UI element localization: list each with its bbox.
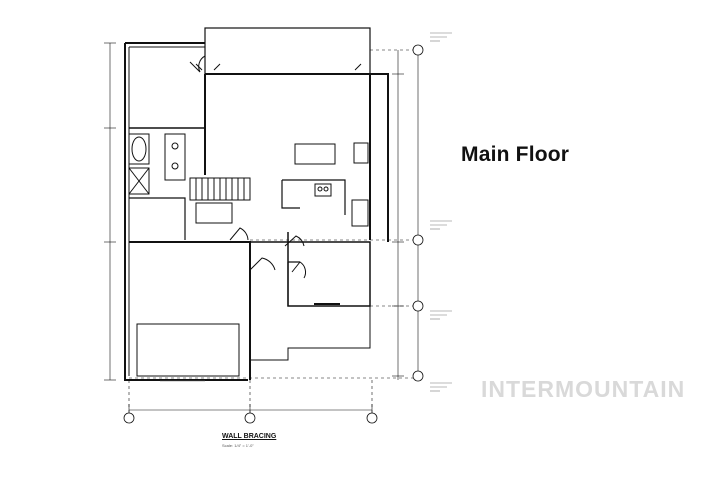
- door-swing: [291, 261, 307, 279]
- bathtub: [128, 133, 150, 165]
- sink: [353, 142, 369, 164]
- fridge: [351, 199, 369, 227]
- bedroom-2-wall: [287, 261, 300, 306]
- vanity: [164, 133, 186, 181]
- grid-markers: [123, 44, 424, 424]
- garage-wall: [129, 241, 251, 380]
- range: [314, 183, 332, 197]
- kitchen-counter: [281, 179, 346, 215]
- drawing-caption: WALL BRACING: [222, 433, 277, 440]
- dimension-lines: [104, 42, 419, 416]
- bracing-lines: [128, 49, 418, 418]
- door-swing: [284, 235, 305, 247]
- hall-wall: [250, 232, 371, 307]
- rear-patio-outline: [204, 27, 371, 75]
- garage-door: [136, 323, 240, 377]
- tub-basin: [131, 136, 147, 162]
- great-room-wall: [204, 73, 371, 240]
- door-swing: [249, 257, 276, 271]
- page-title: Main Floor: [461, 143, 570, 166]
- shower: [128, 167, 150, 195]
- bracing-notes: [160, 32, 452, 392]
- door-swing: [189, 55, 206, 73]
- drawing-scale: Scale: 1/4" = 1'-0": [222, 443, 254, 448]
- laundry-room: [195, 202, 233, 224]
- porch-outline: [250, 306, 371, 361]
- door-swing: [229, 227, 249, 241]
- watermark: INTERMOUNTAIN: [481, 376, 686, 402]
- exterior-wall-inner: [128, 46, 205, 376]
- bath-wall: [129, 197, 186, 240]
- exterior-wall: [124, 42, 389, 381]
- staircase: [189, 177, 251, 201]
- kitchen-island: [294, 143, 336, 165]
